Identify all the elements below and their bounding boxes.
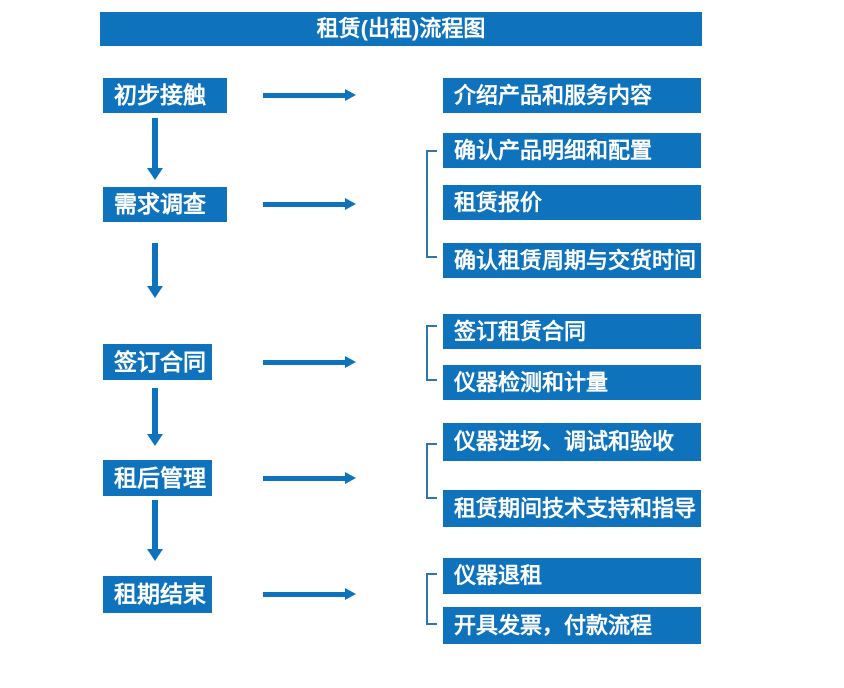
arrow-shaft bbox=[152, 388, 158, 435]
arrow-down-icon bbox=[147, 500, 163, 561]
stage-box-initial-contact: 初步接触 bbox=[103, 78, 227, 113]
arrow-shaft bbox=[152, 243, 158, 287]
arrow-shaft bbox=[152, 500, 158, 550]
group-bracket bbox=[426, 150, 437, 258]
arrow-head-icon bbox=[345, 356, 356, 368]
stage-box-rental-end: 租期结束 bbox=[103, 576, 212, 613]
stage-box-demand-survey: 需求调查 bbox=[103, 187, 227, 222]
detail-box-tech-support: 租赁期间技术支持和指导 bbox=[443, 490, 701, 527]
detail-box-sign-rental-contract: 签订租赁合同 bbox=[443, 314, 701, 349]
group-bracket bbox=[426, 443, 437, 499]
stage-box-sign-contract: 签订合同 bbox=[103, 344, 212, 380]
detail-box-instrument-testing: 仪器检测和计量 bbox=[443, 365, 701, 400]
arrow-head-icon bbox=[345, 198, 356, 210]
arrow-head-icon bbox=[345, 588, 356, 600]
flowchart-title: 租赁(出租)流程图 bbox=[100, 12, 702, 46]
detail-box-confirm-period-delivery: 确认租赁周期与交货时间 bbox=[443, 243, 701, 278]
detail-box-instrument-return: 仪器退租 bbox=[443, 558, 701, 594]
detail-box-invoice-payment: 开具发票，付款流程 bbox=[443, 607, 701, 644]
arrow-head-icon bbox=[147, 286, 163, 298]
arrow-right-icon bbox=[263, 472, 356, 484]
arrow-shaft bbox=[263, 360, 347, 365]
arrow-down-icon bbox=[147, 388, 163, 446]
arrow-head-icon bbox=[147, 549, 163, 561]
arrow-head-icon bbox=[147, 434, 163, 446]
detail-box-confirm-product-details: 确认产品明细和配置 bbox=[443, 133, 701, 168]
detail-box-instrument-setup-acceptance: 仪器进场、调试和验收 bbox=[443, 423, 701, 461]
arrow-shaft bbox=[263, 202, 347, 207]
group-bracket bbox=[426, 573, 437, 625]
detail-box-rental-quote: 租赁报价 bbox=[443, 185, 701, 220]
group-bracket bbox=[426, 325, 437, 381]
arrow-shaft bbox=[263, 93, 347, 98]
arrow-right-icon bbox=[263, 89, 356, 101]
arrow-head-icon bbox=[345, 472, 356, 484]
arrow-right-icon bbox=[263, 588, 356, 600]
arrow-right-icon bbox=[263, 198, 356, 210]
arrow-down-icon bbox=[147, 243, 163, 298]
arrow-shaft bbox=[152, 118, 158, 169]
arrow-shaft bbox=[263, 476, 347, 481]
arrow-shaft bbox=[263, 592, 347, 597]
arrow-head-icon bbox=[147, 168, 163, 180]
detail-box-introduce-services: 介绍产品和服务内容 bbox=[443, 78, 701, 113]
stage-box-post-rental-management: 租后管理 bbox=[103, 460, 212, 496]
arrow-right-icon bbox=[263, 356, 356, 368]
arrow-head-icon bbox=[345, 89, 356, 101]
arrow-down-icon bbox=[147, 118, 163, 180]
